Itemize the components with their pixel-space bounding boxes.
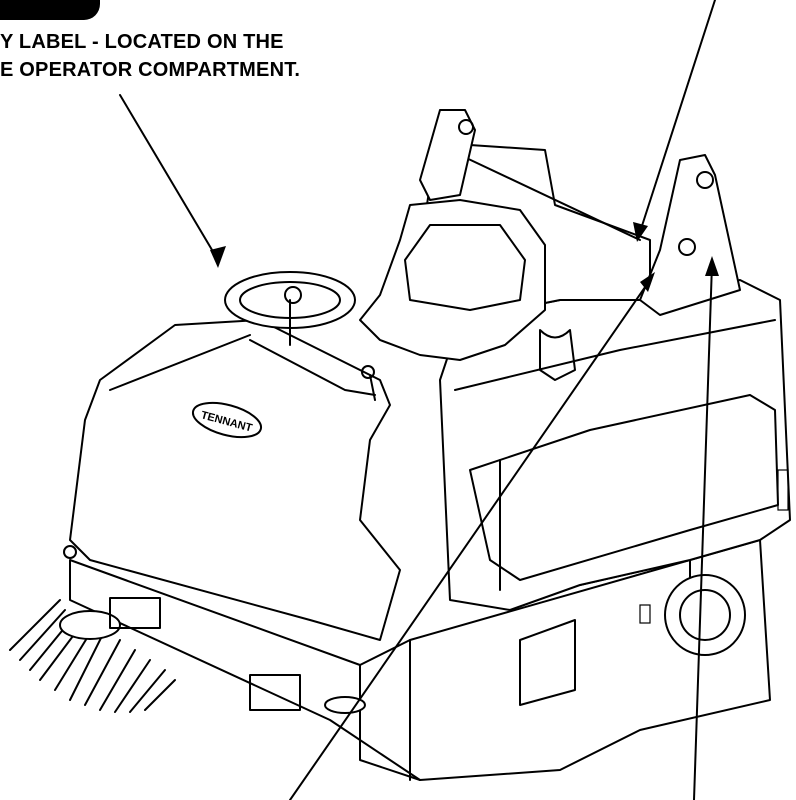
front-console — [69, 319, 401, 641]
callout-label-line-1: Y LABEL - LOCATED ON THE — [0, 31, 284, 53]
control-lever — [361, 365, 376, 401]
side-broom — [9, 545, 176, 713]
callout-arrows — [119, 0, 719, 800]
brand-badge: TENNANT — [191, 401, 263, 439]
callout-label-line-2: E OPERATOR COMPARTMENT. — [0, 59, 301, 81]
lift-arm-left — [419, 109, 476, 201]
header-tab — [0, 0, 100, 20]
lift-arm-right — [639, 154, 741, 316]
wheels — [324, 574, 746, 714]
operator-seat — [359, 199, 576, 381]
steering-wheel — [224, 271, 356, 346]
front-access-panels — [109, 597, 301, 711]
